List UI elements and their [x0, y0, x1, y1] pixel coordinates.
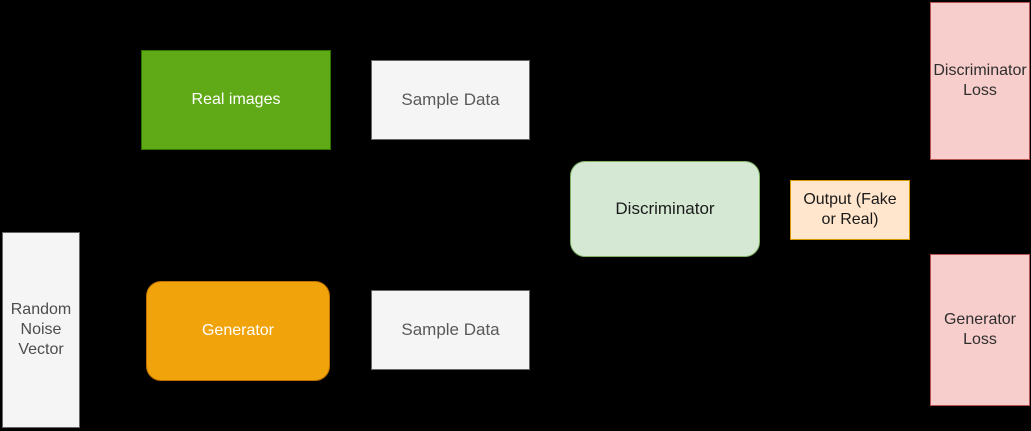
node-sample-data-bottom[interactable]: Sample Data [371, 290, 530, 370]
node-real-images-label: Real images [191, 91, 281, 108]
node-output-fake-or-real-label: Output (Fake or Real) [803, 191, 897, 228]
node-random-noise-vector[interactable]: Random Noise Vector [2, 232, 80, 428]
node-generator[interactable]: Generator [146, 281, 330, 381]
node-generator-loss[interactable]: Generator Loss [930, 254, 1030, 406]
node-discriminator-loss-label: Discriminator Loss [933, 62, 1027, 99]
node-generator-loss-label: Generator Loss [943, 311, 1017, 348]
node-discriminator-loss[interactable]: Discriminator Loss [930, 2, 1030, 160]
node-discriminator[interactable]: Discriminator [570, 161, 760, 257]
node-sample-data-top-label: Sample Data [401, 90, 500, 110]
node-sample-data-bottom-label: Sample Data [401, 320, 500, 340]
node-sample-data-top[interactable]: Sample Data [371, 60, 530, 140]
node-generator-label: Generator [201, 322, 275, 339]
node-real-images[interactable]: Real images [141, 50, 331, 150]
node-random-noise-vector-label: Random Noise Vector [10, 301, 72, 358]
node-discriminator-label: Discriminator [615, 199, 715, 219]
node-output-fake-or-real[interactable]: Output (Fake or Real) [790, 180, 910, 240]
